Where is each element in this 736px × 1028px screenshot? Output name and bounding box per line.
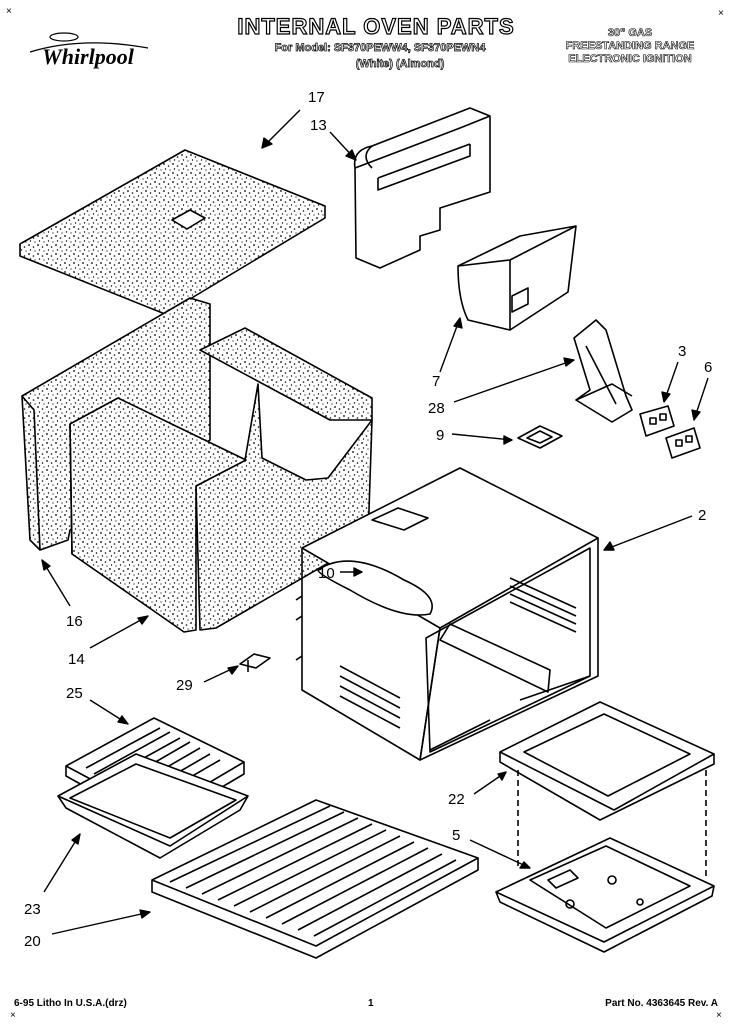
callout-20: 20 [24,933,41,950]
oven-insulation-wrap [69,327,373,633]
oven-rack [151,799,479,959]
page-title: INTERNAL OVEN PARTS [237,13,515,39]
page-number: 1 [368,998,374,1009]
callout-16: 16 [66,613,83,630]
brand-name: Whirlpool [42,44,135,69]
color-variants: (White) (Almond) [355,58,445,71]
brand-logo: Whirlpool [29,32,149,69]
callout-6: 6 [704,359,712,376]
callout-17: 17 [308,89,325,106]
corner-mark: × [718,8,724,19]
guide-line [517,770,707,880]
callout-14: 14 [68,651,85,668]
range-type-line: FREESTANDING RANGE [565,40,695,53]
spacer-plate [639,405,675,437]
callout-25: 25 [66,685,83,702]
callout-9: 9 [436,427,444,444]
callout-29: 29 [176,677,193,694]
oven-cavity [295,467,599,761]
callout-28: 28 [428,400,445,417]
corner-mark: × [6,6,12,17]
bottom-frame [499,701,715,821]
broiler-pan [57,753,249,859]
print-info: 6-95 Litho In U.S.A.(drz) [14,998,127,1009]
flue-duct [353,107,491,269]
callout-5: 5 [452,827,460,844]
part-number: Part No. 4363645 Rev. A [605,998,718,1009]
door-clip [239,653,271,672]
leader-lines [41,109,709,935]
callout-2: 2 [698,507,706,524]
corner-mark: × [10,1010,16,1021]
range-type-line: ELECTRONIC IGNITION [568,53,692,66]
model-numbers: For Model: SF370PEWW4, SF370PEWN4 [274,42,486,55]
callout-13: 13 [310,117,327,134]
gasket-plate [665,427,701,459]
callout-22: 22 [448,791,465,808]
vent-gasket [517,425,563,449]
burner-box-cover [457,225,577,331]
oven-bottom [495,837,715,953]
range-type-line: 30" GAS [607,27,653,40]
callout-23: 23 [24,901,41,918]
top-insulation-blanket [19,149,326,315]
callout-3: 3 [678,343,686,360]
corner-mark: × [716,1010,722,1021]
igniter-bracket [573,319,633,423]
callout-10: 10 [318,565,335,582]
callout-7: 7 [432,373,440,390]
